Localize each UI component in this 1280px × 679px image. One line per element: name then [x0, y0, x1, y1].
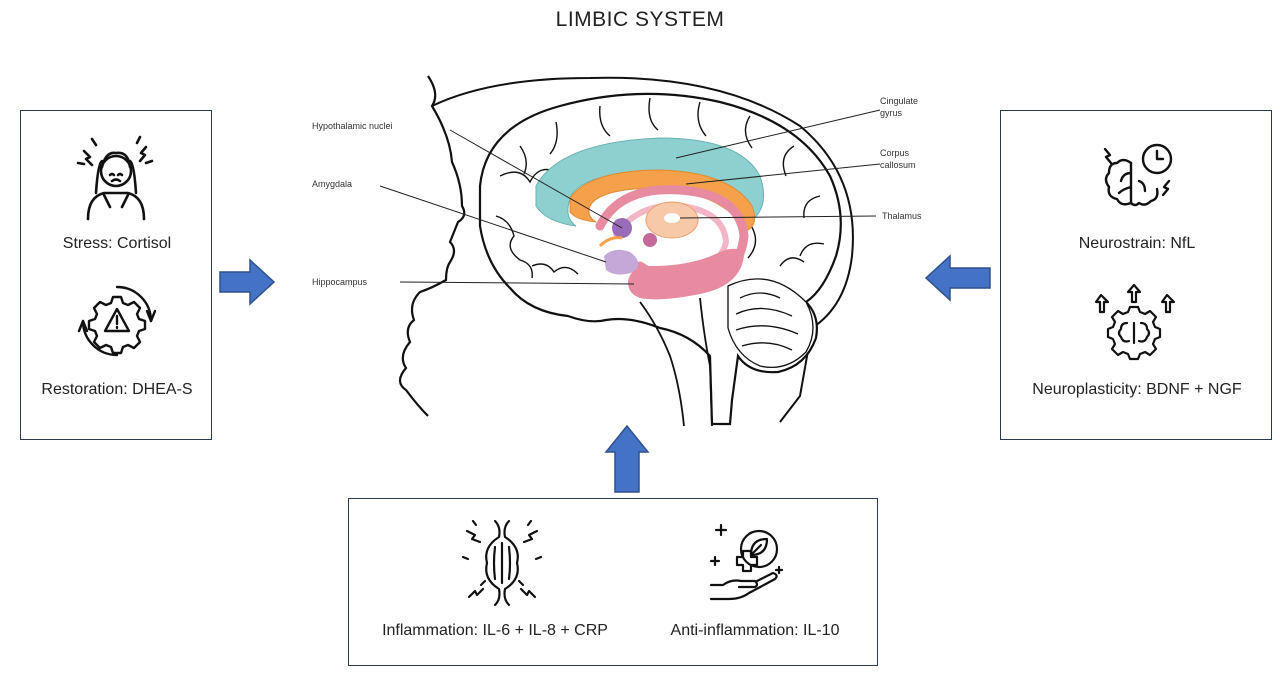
- right-arrow-left-icon: [924, 254, 991, 302]
- brain-gear-arrows-icon: [1094, 283, 1176, 361]
- diagram-title: LIMBIC SYSTEM: [555, 8, 725, 31]
- gear-warning-icon: [77, 285, 157, 357]
- hand-leaf-icon: [709, 523, 784, 601]
- brainstem: [639, 297, 713, 427]
- bottom-arrow-up-icon: [604, 424, 650, 493]
- hippocampus-label: Hippocampus: [312, 277, 368, 287]
- neuroplasticity-label: Neuroplasticity: BDNF + NGF: [1032, 381, 1242, 398]
- hypothalamic-nuclei-label: Hypothalamic nuclei: [312, 121, 393, 131]
- neurostrain-nfl-label: Neurostrain: NfL: [1078, 235, 1196, 252]
- cingulate-label-2: gyrus: [880, 108, 903, 118]
- inflamed-muscle-icon: [461, 519, 543, 607]
- brain-illustration: Hypothalamic nuclei Amygdala Hippocampus…: [312, 75, 922, 427]
- hippocampus: [628, 248, 744, 300]
- restoration-dhea-label: Restoration: DHEA-S: [41, 381, 193, 398]
- amygdala-label: Amygdala: [312, 179, 352, 189]
- corpus-label-1: Corpus: [880, 148, 910, 158]
- cingulate-label-1: Cingulate: [880, 96, 918, 106]
- stress-cortisol-label: Stress: Cortisol: [62, 235, 172, 252]
- corpus-label-2: callosum: [880, 160, 916, 170]
- skull-outline: [431, 76, 854, 423]
- left-arrow-right-icon: [219, 258, 276, 306]
- stressed-person-icon: [76, 135, 154, 221]
- amygdala: [604, 249, 639, 275]
- left-panel: Stress: Cortisol Restoration: DHEA-S: [20, 110, 212, 440]
- brain-clock-icon: [1103, 143, 1173, 207]
- face-profile: [398, 75, 466, 417]
- inflammation-label: Inflammation: IL-6 + IL-8 + CRP: [382, 622, 608, 639]
- bottom-panel: Inflammation: IL-6 + IL-8 + CRP Anti-inf…: [348, 498, 878, 666]
- cerebellum: [727, 278, 814, 369]
- thalamus-label: Thalamus: [882, 211, 922, 221]
- right-panel: Neurostrain: NfL Neuroplasticity: BDNF +…: [1000, 110, 1272, 440]
- anti-inflammation-label: Anti-inflammation: IL-10: [670, 622, 840, 639]
